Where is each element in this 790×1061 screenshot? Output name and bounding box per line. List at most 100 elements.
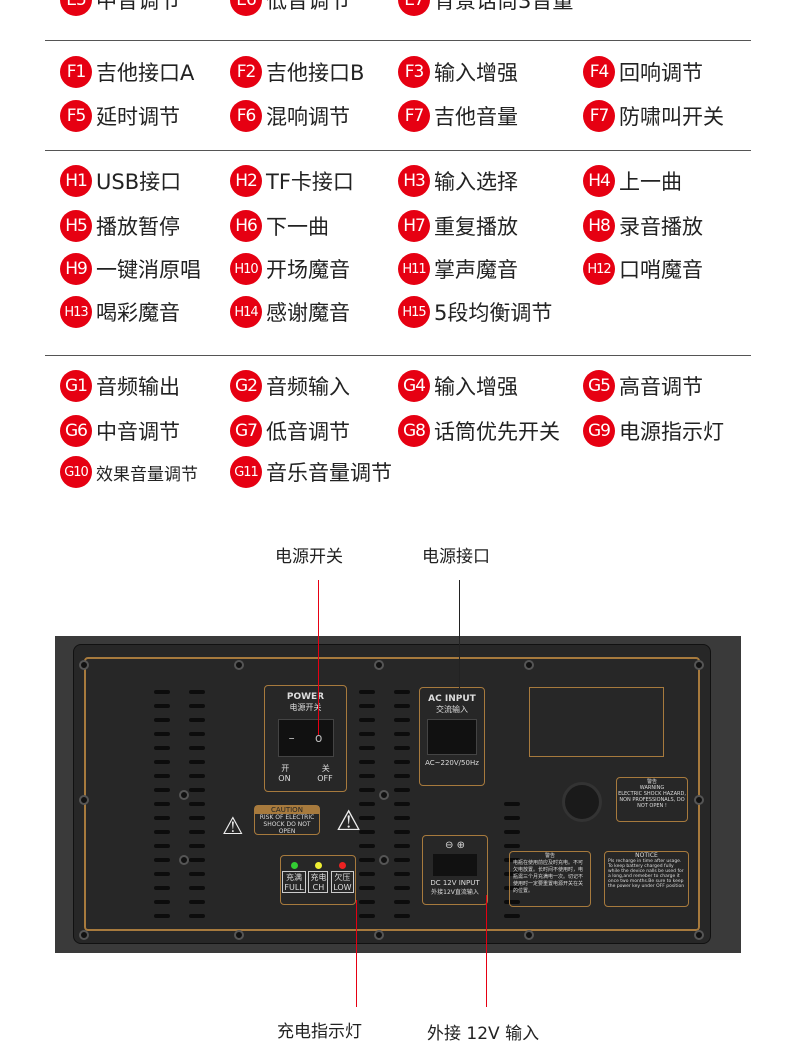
callout-power-switch: 电源开关	[275, 547, 343, 567]
screw-icon	[79, 795, 89, 805]
vent-slot	[359, 872, 375, 876]
badge-icon: G6	[60, 415, 92, 447]
on-cn: 开	[281, 764, 290, 773]
vent-slot	[359, 858, 375, 862]
vent-slot	[154, 900, 170, 904]
badge-icon: H8	[583, 210, 615, 242]
warning-triangle-icon: ⚠	[222, 812, 244, 840]
badge-icon: G2	[230, 370, 262, 402]
badge-icon: G4	[398, 370, 430, 402]
on-label: ON	[278, 774, 291, 783]
dc-terminal[interactable]	[433, 854, 477, 876]
badge-icon: G11	[230, 456, 262, 488]
vent-slot	[154, 704, 170, 708]
rocker-switch[interactable]: –o	[277, 719, 334, 757]
feature-label: 低音调节	[266, 0, 350, 13]
vent-slot	[394, 704, 410, 708]
callout-line	[356, 900, 357, 1007]
vent-slot	[394, 872, 410, 876]
feature-label: 输入增强	[434, 61, 518, 85]
caution-text: RISK OF ELECTRIC SHOCK DO NOT OPEN	[259, 814, 315, 835]
screw-icon	[234, 930, 244, 940]
vent-slot	[359, 830, 375, 834]
badge-icon: F2	[230, 56, 262, 88]
screw-icon	[694, 660, 704, 670]
notice-cn-label: 警告 电瓶在使用前应及时充电。不可欠电放置。长时间不使用时，电瓶需三个月充满电一…	[509, 851, 591, 907]
notice-cn-title: 警告	[544, 853, 555, 859]
screw-icon	[694, 795, 704, 805]
badge-icon: H1	[60, 165, 92, 197]
divider	[45, 40, 751, 41]
caution-label: CAUTION RISK OF ELECTRIC SHOCK DO NOT OP…	[254, 805, 320, 835]
screw-icon	[374, 660, 384, 670]
vent-slot	[189, 858, 205, 862]
feature-label: 掌声魔音	[434, 258, 518, 282]
badge-icon: F1	[60, 56, 92, 88]
led-en: FULL	[284, 883, 304, 892]
screw-icon	[79, 930, 89, 940]
led-light-icon	[314, 862, 322, 869]
feature-label: 高音调节	[619, 375, 703, 399]
vent-slot	[394, 900, 410, 904]
vent-slot	[359, 886, 375, 890]
badge-icon: H9	[60, 253, 92, 285]
vent-slot	[359, 718, 375, 722]
feature-label: 口哨魔音	[619, 258, 703, 282]
screw-icon	[79, 660, 89, 670]
feature-label: 中音调节	[96, 420, 180, 444]
vent-slot	[359, 746, 375, 750]
vent-slot	[189, 690, 205, 694]
vent-slot	[504, 802, 520, 806]
vent-slot	[189, 830, 205, 834]
vent-slot	[154, 844, 170, 848]
badge-icon: H7	[398, 210, 430, 242]
warning-en: WARNING	[639, 785, 665, 791]
vent-slot	[359, 732, 375, 736]
vent-slot	[154, 886, 170, 890]
badge-icon: F7	[583, 100, 615, 132]
screw-icon	[379, 855, 389, 865]
badge-icon: H2	[230, 165, 262, 197]
feature-label: 输入增强	[434, 375, 518, 399]
vent-slot	[394, 816, 410, 820]
led-cn: 充电	[310, 873, 327, 882]
vent-slot	[394, 788, 410, 792]
blank-label-area	[529, 687, 664, 757]
screw-icon	[179, 855, 189, 865]
vent-slot	[154, 760, 170, 764]
divider	[45, 150, 751, 151]
badge-icon: H6	[230, 210, 262, 242]
feature-label: 音频输出	[96, 375, 180, 399]
vent-slot	[154, 746, 170, 750]
feature-label: 背景话筒3音量	[434, 0, 574, 13]
dc-input-box: ⊖ ⊕ DC 12V INPUT 外接12V直流输入	[422, 835, 488, 905]
feature-label: 音频输入	[266, 375, 350, 399]
vent-slot	[189, 844, 205, 848]
feature-label: 开场魔音	[266, 258, 350, 282]
mic-jack[interactable]	[562, 782, 602, 822]
badge-icon: F4	[583, 56, 615, 88]
vent-slot	[359, 914, 375, 918]
ac-socket[interactable]	[427, 719, 477, 755]
badge-icon: G8	[398, 415, 430, 447]
feature-label: 5段均衡调节	[434, 301, 553, 325]
feature-label: 重复播放	[434, 215, 518, 239]
